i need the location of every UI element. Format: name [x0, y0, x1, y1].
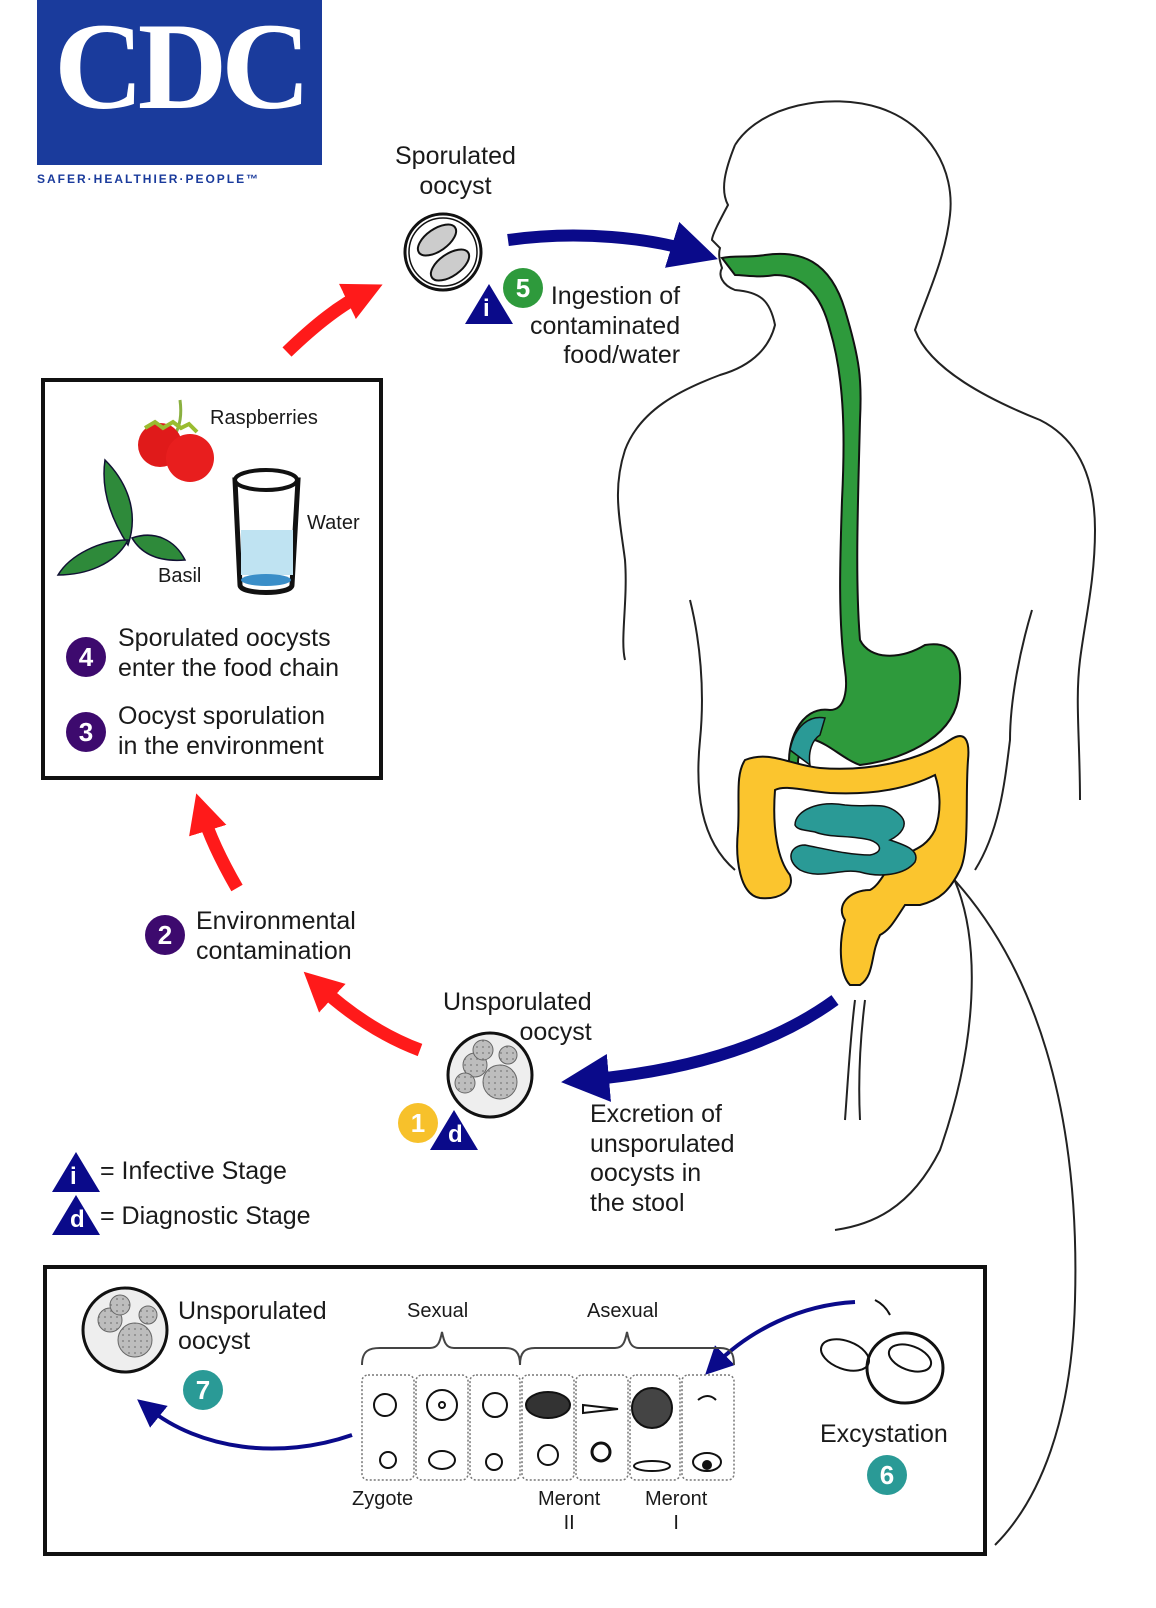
step-2-badge: 2	[145, 915, 185, 955]
water-label: Water	[307, 512, 360, 534]
legend-infective-icon: i	[52, 1152, 100, 1192]
large-intestine	[736, 735, 970, 986]
ingestion-caption: Ingestion of contaminated food/water	[530, 282, 681, 369]
environmental-contamination-text: Environmental contamination	[196, 907, 356, 965]
step-5-badge: 5	[503, 268, 543, 308]
unsporulated-oocyst-icon	[446, 1031, 534, 1119]
step-6-badge: 6	[867, 1455, 907, 1495]
step-7-badge: 7	[183, 1370, 223, 1410]
red-arrow-to-environment	[303, 971, 423, 1057]
digestive-tract-upper	[720, 252, 962, 771]
intestinal-stages-inset-frame	[43, 1265, 987, 1556]
raspberries-icon	[138, 399, 214, 482]
meront-2-label: Meront II	[538, 1488, 601, 1534]
red-arrow-to-sporulated	[282, 283, 383, 357]
step-4-text: Sporulated oocysts enter the food chain	[118, 624, 339, 682]
ingestion-arrow	[507, 221, 718, 268]
legend-diagnostic-text: = Diagnostic Stage	[100, 1202, 311, 1230]
excystation-label: Excystation	[820, 1420, 948, 1448]
cdc-logo-text: CDC	[54, 0, 311, 135]
step-3-text: Oocyst sporulation in the environment	[118, 702, 326, 760]
zygote-label: Zygote	[352, 1488, 414, 1510]
sexual-label: Sexual	[407, 1300, 469, 1322]
legend-diagnostic-icon: d	[52, 1195, 100, 1235]
parasite-stages	[373, 1387, 722, 1472]
cdc-logo: CDC	[37, 0, 322, 165]
excystation-oocyst-icon	[820, 1299, 945, 1405]
sporulated-oocyst-label: Sporulated oocyst	[395, 142, 516, 200]
excretion-caption: Excretion of unsporulated oocysts in the…	[590, 1100, 735, 1217]
excretion-arrow	[561, 995, 839, 1102]
diagnostic-stage-marker: d	[430, 1110, 478, 1150]
cdc-tagline: SAFER·HEALTHIER·PEOPLE™	[37, 172, 261, 186]
meront-1-label: Meront I	[645, 1488, 708, 1534]
water-glass-icon	[232, 468, 301, 595]
asexual-brace	[519, 1331, 735, 1366]
red-arrow-to-food-box	[189, 793, 243, 892]
basil-icon	[56, 458, 187, 576]
inset-unsporulated-label: Unsporulated oocyst	[178, 1297, 327, 1355]
inset-unsporulated-oocyst-icon	[81, 1286, 169, 1374]
legend-infective-text: = Infective Stage	[100, 1157, 287, 1185]
inset-arrow-from-excystation	[705, 1300, 856, 1375]
unsporulated-oocyst-label: Unsporulated oocyst	[443, 988, 592, 1046]
basil-label: Basil	[158, 565, 202, 587]
sexual-brace	[361, 1331, 521, 1366]
asexual-label: Asexual	[587, 1300, 659, 1322]
step-4-badge: 4	[66, 637, 106, 677]
sporulated-oocyst-icon	[403, 212, 483, 292]
food-box-frame	[41, 378, 383, 780]
raspberries-label: Raspberries	[210, 407, 318, 429]
small-intestine	[789, 716, 917, 876]
inset-arrow-to-oocyst	[137, 1399, 353, 1451]
step-3-badge: 3	[66, 712, 106, 752]
